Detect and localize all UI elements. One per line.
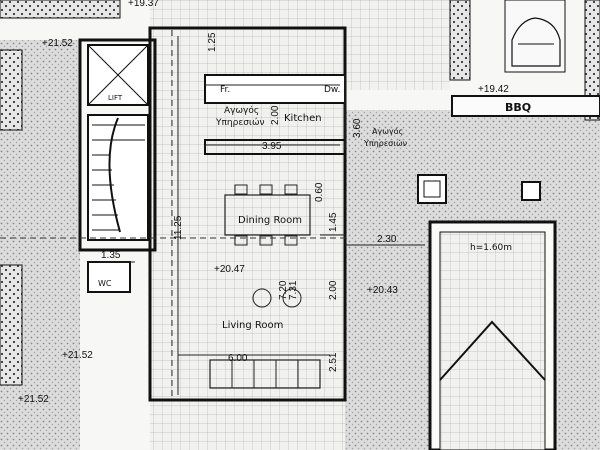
- label-service-1: Αγωγός: [224, 105, 259, 116]
- planter-top: [0, 0, 121, 19]
- dining-table: [224, 184, 311, 246]
- label-bbq: BBQ: [505, 101, 531, 114]
- core-block: [78, 38, 157, 252]
- shaft-small: [521, 181, 541, 201]
- dim-060: 0.60: [314, 182, 325, 202]
- planter-right: [449, 0, 471, 81]
- dim-395: 3.95: [262, 141, 282, 152]
- label-dw: Dw.: [324, 85, 340, 95]
- label-fr: Fr.: [220, 85, 230, 95]
- dim-251: 2.51: [328, 352, 339, 372]
- dim-200b: 2.00: [328, 280, 339, 300]
- armchair-right: [282, 288, 302, 308]
- dim-230: 2.30: [377, 234, 397, 245]
- dim-145: 1.45: [328, 212, 339, 232]
- label-service-2: Υπηρεσιών: [215, 117, 265, 128]
- dim-600: 6.00: [228, 353, 248, 364]
- dim-125: 1.25: [207, 32, 218, 52]
- sofa: [209, 359, 321, 389]
- label-service-right-2: Υπηρεσιών: [363, 138, 408, 148]
- dim-720: 7.20: [278, 280, 289, 300]
- level-bottom-left-2: +21.52: [18, 394, 49, 405]
- wc-room: [87, 261, 131, 293]
- living-area: [148, 26, 347, 402]
- level-right: +20.43: [367, 285, 398, 296]
- label-wc: WC: [98, 279, 112, 288]
- planter-left-top: [0, 49, 23, 131]
- label-lift: LIFT: [108, 94, 123, 102]
- dim-731: 7.31: [288, 280, 299, 300]
- bbq-strip: [451, 95, 600, 117]
- wall-right-edge: [584, 0, 600, 121]
- ramp-surface: [439, 231, 546, 450]
- ramp-roof: [439, 320, 546, 381]
- label-living: Living Room: [222, 320, 283, 331]
- car-icon: [504, 0, 566, 73]
- level-bottom-left: +21.52: [62, 350, 93, 361]
- label-ramp-height: h=1.60m: [470, 243, 512, 253]
- planter-left-bottom: [0, 264, 23, 386]
- label-service-right-1: Αγωγός: [372, 126, 403, 136]
- dim-200: 2.00: [270, 105, 281, 125]
- dim-360: 3.60: [352, 118, 363, 138]
- armchair-left: [252, 288, 272, 308]
- label-dining: Dining Room: [238, 215, 302, 226]
- level-living: +20.47: [214, 264, 245, 275]
- lift-cross: [87, 44, 149, 106]
- label-kitchen: Kitchen: [284, 113, 322, 124]
- staircase: [87, 114, 149, 241]
- level-top-left: +21.52: [42, 38, 73, 49]
- dim-1125: 11.25: [173, 215, 184, 240]
- level-bbq: +19.42: [478, 84, 509, 95]
- level-top-center: +19.37: [128, 0, 159, 9]
- dim-135: 1.35: [101, 250, 121, 261]
- service-shaft: [417, 174, 447, 204]
